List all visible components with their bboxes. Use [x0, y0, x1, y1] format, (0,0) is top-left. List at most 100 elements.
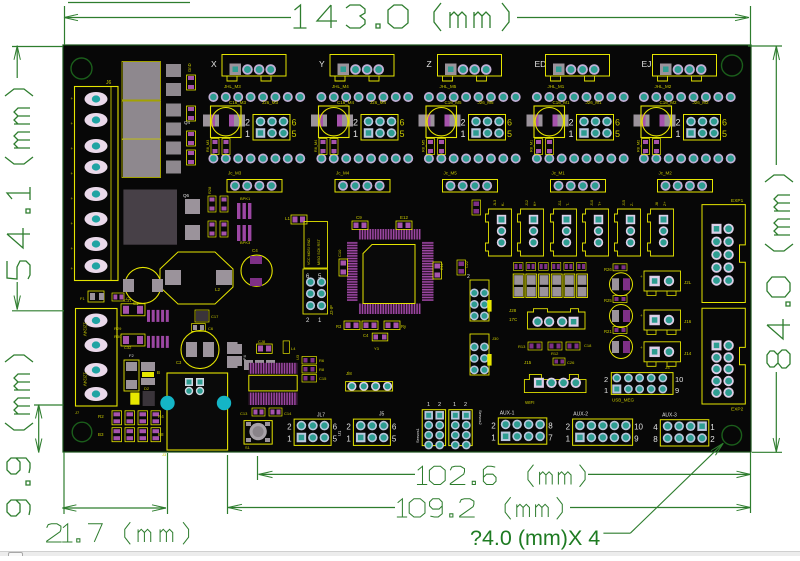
svg-text:C16_M2: C16_M2	[660, 100, 678, 105]
svg-text:Jc_M3: Jc_M3	[228, 171, 242, 176]
svg-text:L4: L4	[291, 346, 296, 351]
svg-text:J2L: J2L	[684, 280, 692, 285]
svg-text:R21: R21	[604, 329, 612, 334]
svg-text:2: 2	[566, 423, 571, 432]
svg-text:1: 1	[461, 129, 466, 139]
svg-text:J8: J8	[655, 202, 659, 206]
svg-text:R8: R8	[319, 367, 325, 372]
svg-text:B3: B3	[98, 432, 104, 437]
svg-text:R13: R13	[518, 344, 526, 349]
svg-text:R8_M5: R8_M5	[422, 140, 426, 152]
svg-text:X: X	[211, 59, 217, 69]
svg-text:C4: C4	[363, 333, 369, 338]
svg-text:C26: C26	[567, 360, 575, 365]
svg-text:1: 1	[287, 435, 292, 444]
svg-text:2: 2	[710, 435, 715, 444]
svg-text:J2-IP: J2-IP	[329, 305, 334, 315]
svg-text:Servos1: Servos1	[415, 428, 420, 443]
svg-text:T+: T+	[598, 201, 602, 206]
svg-text:5: 5	[400, 129, 405, 139]
svg-text:L2: L2	[215, 287, 221, 292]
svg-text:J5: J5	[379, 412, 385, 418]
svg-text:1: 1	[346, 435, 351, 444]
svg-text:1: 1	[318, 318, 322, 324]
svg-text:+: +	[640, 345, 643, 350]
svg-text:1: 1	[569, 129, 574, 139]
svg-text:1: 1	[245, 129, 250, 139]
svg-text:U3: U3	[295, 354, 300, 360]
svg-text:5: 5	[722, 129, 727, 139]
svg-text:T-: T-	[566, 202, 570, 206]
svg-text:J26_M1: J26_M1	[586, 100, 603, 105]
svg-text:D2: D2	[144, 386, 150, 391]
svg-text:JHL_M5: JHL_M5	[440, 84, 457, 89]
svg-text:Z: Z	[427, 59, 432, 69]
svg-text:R6: R6	[319, 358, 325, 363]
svg-text:C3: C3	[176, 360, 182, 365]
svg-text:R12: R12	[551, 351, 559, 356]
svg-text:WIFI: WIFI	[525, 400, 535, 405]
svg-text:JL3: JL3	[493, 200, 497, 206]
svg-text:J11: J11	[558, 200, 562, 206]
svg-text:6: 6	[292, 118, 297, 128]
svg-text:+: +	[71, 266, 74, 271]
svg-text:J12: J12	[525, 200, 529, 206]
svg-text:J6: J6	[106, 80, 112, 86]
svg-text:6: 6	[333, 423, 338, 432]
svg-text:6: 6	[722, 118, 727, 128]
svg-text:5: 5	[292, 129, 297, 139]
svg-text:6: 6	[615, 118, 620, 128]
svg-text:J26_M4: J26_M4	[370, 100, 387, 105]
svg-text:2: 2	[491, 421, 496, 430]
svg-text:6: 6	[400, 118, 405, 128]
svg-text:R8_M2: R8_M2	[637, 140, 641, 152]
svg-text:JHL_M2: JHL_M2	[655, 84, 672, 89]
svg-text:B8: B8	[158, 432, 164, 437]
svg-text:4: 4	[653, 423, 658, 432]
svg-text:F1: F1	[80, 296, 85, 301]
svg-text:J28: J28	[509, 308, 517, 313]
svg-text:J14: J14	[684, 351, 692, 356]
svg-text:L1: L1	[285, 216, 291, 221]
svg-text:2: 2	[346, 423, 351, 432]
svg-text:Jc_M5: Jc_M5	[444, 171, 458, 176]
svg-text:8: 8	[548, 421, 553, 430]
svg-text:5: 5	[615, 129, 620, 139]
svg-text:C2: C2	[126, 296, 132, 301]
svg-text:+: +	[71, 96, 74, 101]
svg-text:2: 2	[604, 375, 608, 384]
svg-text:Q6: Q6	[183, 193, 190, 198]
svg-text:JL7: JL7	[317, 413, 325, 419]
svg-text:2: 2	[287, 423, 292, 432]
svg-text:R8_M1: R8_M1	[530, 140, 534, 152]
svg-text:1: 1	[710, 423, 715, 432]
svg-text:2: 2	[676, 118, 681, 128]
svg-text:C14: C14	[284, 411, 292, 416]
svg-text:C13: C13	[240, 411, 248, 416]
svg-text:+: +	[71, 121, 74, 126]
svg-text:C6: C6	[208, 326, 214, 331]
svg-text:+: +	[71, 221, 74, 226]
svg-text:VCC MOSI GND: VCC MOSI GND	[307, 238, 311, 265]
svg-text:C10: C10	[337, 249, 342, 257]
svg-text:C17: C17	[211, 314, 219, 319]
svg-text:J15: J15	[622, 200, 626, 206]
svg-text:5: 5	[333, 435, 338, 444]
svg-text:1: 1	[453, 402, 456, 408]
svg-text:J26_M2: J26_M2	[693, 100, 710, 105]
svg-text:R3: R3	[336, 324, 342, 329]
svg-text:R26: R26	[604, 267, 612, 272]
svg-text:BPK1: BPK1	[240, 196, 251, 201]
svg-text:2: 2	[353, 118, 358, 128]
svg-text:2: 2	[569, 118, 574, 128]
svg-text:EXP2: EXP2	[731, 407, 744, 413]
svg-text:F2: F2	[129, 353, 134, 358]
svg-text:C15: C15	[319, 376, 327, 381]
svg-text:EJ: EJ	[642, 59, 652, 69]
svg-text:R29: R29	[114, 326, 122, 331]
svg-text:2: 2	[306, 318, 310, 324]
svg-text:1: 1	[604, 386, 608, 395]
svg-text:1: 1	[353, 129, 358, 139]
svg-text:R4: R4	[158, 414, 164, 419]
svg-text:Ry: Ry	[401, 324, 407, 329]
